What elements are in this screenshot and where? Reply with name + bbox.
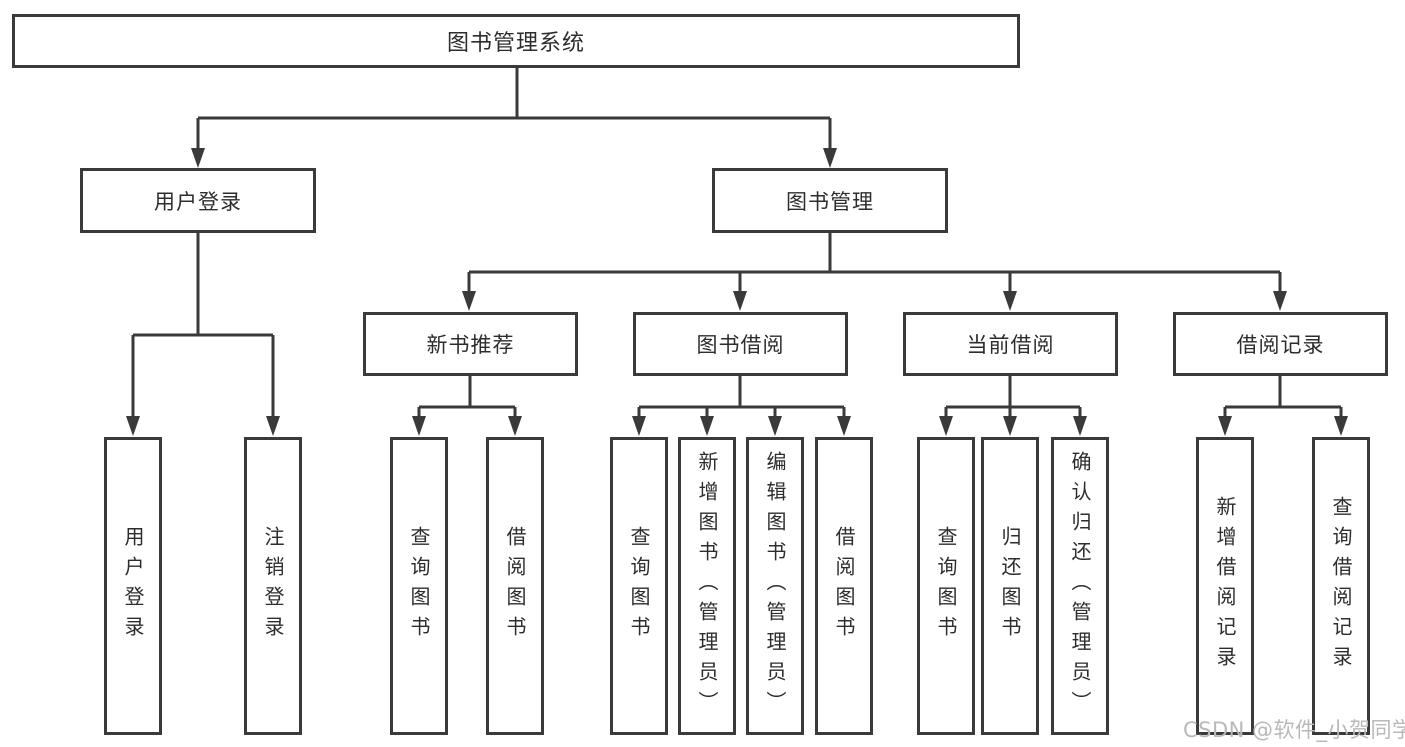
leaf-current-query-books: 查询图书 [917,437,975,735]
node-user-login: 用户登录 [80,168,316,233]
csdn-watermark: CSDN @软件_小贺同学 [1183,718,1405,742]
node-label: 图书借阅 [696,333,785,357]
leaf-records-add-record: 新增借阅记录 [1196,437,1254,735]
node-label: 用户登录 [121,526,145,646]
connector-userlogin-to-leaves [131,233,275,420]
node-book-management: 图书管理 [712,168,948,233]
leaf-records-query-record: 查询借阅记录 [1312,437,1370,735]
arrowhead-icon [768,416,782,436]
node-label: 新增图书（管理员） [695,451,719,721]
node-label: 借阅图书 [503,526,527,646]
node-book-borrowing: 图书借阅 [633,312,848,376]
arrowhead-icon [1273,291,1287,311]
leaf-current-return-books: 归还图书 [981,437,1039,735]
leaf-user-login: 用户登录 [104,437,162,735]
node-label: 归还图书 [998,526,1022,646]
node-label: 查询借阅记录 [1329,496,1353,676]
arrowhead-icon [1334,416,1348,436]
leaf-logout: 注销登录 [244,437,302,735]
leaf-newbook-borrow-books: 借阅图书 [486,437,544,735]
node-borrowing-records: 借阅记录 [1173,312,1388,376]
connector-borrow-to-leaves [637,376,846,420]
node-label: 新增借阅记录 [1213,496,1237,676]
arrowhead-icon [1003,416,1017,436]
arrowhead-icon [508,416,522,436]
node-label: 查询图书 [627,526,651,646]
arrowhead-icon [823,148,837,168]
leaf-borrow-edit-books-admin: 编辑图书（管理员） [746,437,804,735]
node-label: 用户登录 [154,189,242,214]
node-label: 当前借阅 [966,333,1055,357]
arrowhead-icon [939,416,953,436]
node-label: 编辑图书（管理员） [763,451,787,721]
node-label: 注销登录 [261,526,285,646]
node-root-system: 图书管理系统 [12,14,1020,68]
connector-root-to-level2 [196,68,832,153]
connector-newbook-to-leaves [417,376,517,420]
node-current-borrowing: 当前借阅 [903,312,1118,376]
arrowhead-icon [632,416,646,436]
node-label: 新书推荐 [426,333,515,357]
arrowhead-icon [733,291,747,311]
arrowhead-icon [126,416,140,436]
node-new-book-recommendation: 新书推荐 [363,312,578,376]
connector-current-to-leaves [944,376,1082,420]
arrowhead-icon [1218,416,1232,436]
connector-bookmgmt-to-level3 [467,233,1282,296]
leaf-borrow-borrow-books: 借阅图书 [815,437,873,735]
node-label: 图书管理 [786,189,874,214]
node-label: 查询图书 [407,526,431,646]
node-label: 借阅图书 [832,526,856,646]
node-label: 借阅记录 [1236,333,1325,357]
leaf-current-confirm-return-admin: 确认归还（管理员） [1051,437,1109,735]
arrowhead-icon [1073,416,1087,436]
node-label: 确认归还（管理员） [1068,451,1092,721]
arrowhead-icon [462,291,476,311]
arrowhead-icon [1003,291,1017,311]
leaf-borrow-add-books-admin: 新增图书（管理员） [678,437,736,735]
leaf-newbook-query-books: 查询图书 [390,437,448,735]
arrowhead-icon [266,416,280,436]
node-label: 查询图书 [934,526,958,646]
arrowhead-icon [837,416,851,436]
arrowhead-icon [700,416,714,436]
arrowhead-icon [412,416,426,436]
connector-records-to-leaves [1223,376,1343,420]
leaf-borrow-query-books: 查询图书 [610,437,668,735]
node-label: 图书管理系统 [446,31,585,56]
arrowhead-icon [191,148,205,168]
